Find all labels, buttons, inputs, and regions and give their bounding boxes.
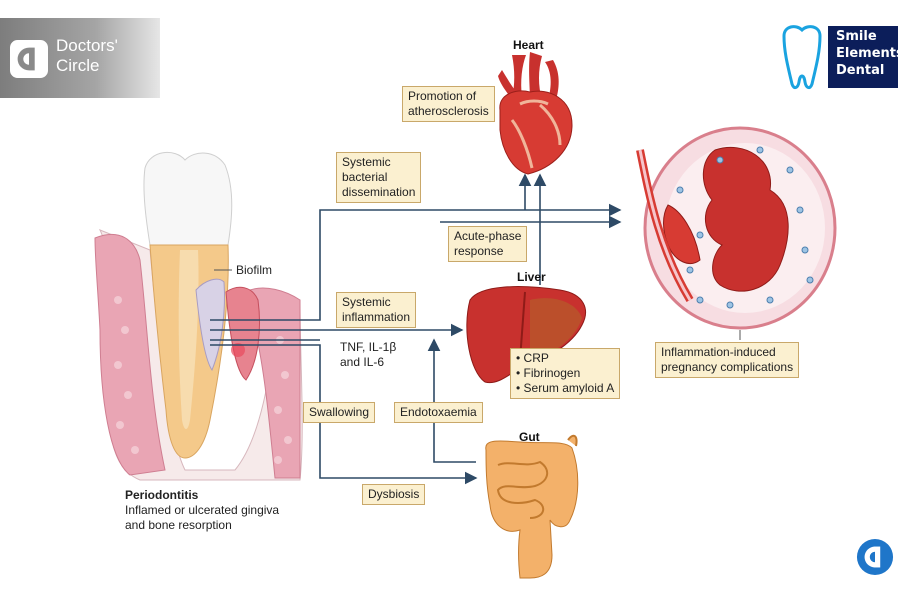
endotoxaemia-box: Endotoxaemia: [394, 402, 483, 423]
atherosclerosis-box: Promotion of atherosclerosis: [402, 86, 495, 122]
liver-product-item: CRP: [516, 351, 614, 366]
gut-title: Gut: [519, 430, 540, 444]
cytokines-label: TNF, IL-1β and IL-6: [340, 340, 397, 369]
liver-product-item: Serum amyloid A: [516, 381, 615, 396]
smile-elements-dental-logo: [778, 22, 900, 92]
pregnancy-complications-box: Inflammation-induced pregnancy complicat…: [655, 342, 800, 378]
sponsor-line-1: Smile: [836, 29, 877, 44]
sponsor-line-2: Elements: [836, 46, 900, 61]
liver-products-box: CRP Fibrinogen Serum amyloid A: [510, 348, 621, 399]
brand-line-2: Circle: [56, 56, 100, 75]
tooth-illustration: [94, 152, 303, 481]
sponsor-text: Smile Elements Dental: [836, 28, 900, 79]
heart-illustration: [498, 52, 573, 175]
systemic-inflammation-box: Systemic inflammation: [336, 292, 417, 328]
liver-products-list: CRP Fibrinogen Serum amyloid A: [516, 351, 615, 396]
tooth-logo-icon: [782, 25, 822, 90]
doctors-circle-name: Doctors' Circle: [56, 36, 118, 76]
bacterial-dissemination-box: Systemic bacterial dissemination: [336, 152, 422, 203]
liver-illustration: [466, 286, 586, 384]
periodontitis-caption: Periodontitis Inflamed or ulcerated ging…: [125, 488, 279, 533]
biofilm-label: Biofilm: [236, 263, 273, 277]
liver-title: Liver: [517, 270, 546, 284]
pregnancy-illustration: [636, 126, 837, 330]
gut-illustration: [485, 434, 579, 579]
doctors-circle-corner-icon: [856, 538, 894, 576]
liver-product-item: Fibrinogen: [516, 366, 614, 381]
doctors-circle-banner: Doctors' Circle: [0, 18, 160, 98]
doctors-circle-logo-icon: [10, 40, 48, 78]
periodontitis-title: Periodontitis: [125, 488, 199, 502]
dysbiosis-box: Dysbiosis: [362, 484, 426, 505]
periodontitis-description: Inflamed or ulcerated gingiva and bone r…: [125, 503, 280, 532]
brand-line-1: Doctors': [56, 36, 118, 55]
heart-title: Heart: [513, 38, 544, 52]
swallowing-box: Swallowing: [303, 402, 376, 423]
sponsor-line-3: Dental: [836, 63, 885, 78]
acute-phase-box: Acute-phase response: [448, 226, 528, 262]
